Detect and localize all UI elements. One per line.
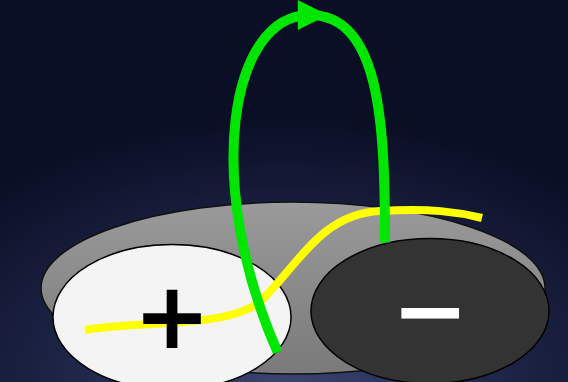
region-ellipse: [53, 244, 291, 382]
polarity-sign: +: [133, 271, 210, 363]
negative-polarity-region: −: [310, 237, 550, 382]
field-line-arrow: [233, 15, 385, 352]
polarity-line: [85, 210, 482, 330]
positive-polarity-region: +: [52, 243, 292, 382]
polarity-sign: −: [391, 265, 468, 357]
region-ellipse: [311, 238, 549, 382]
